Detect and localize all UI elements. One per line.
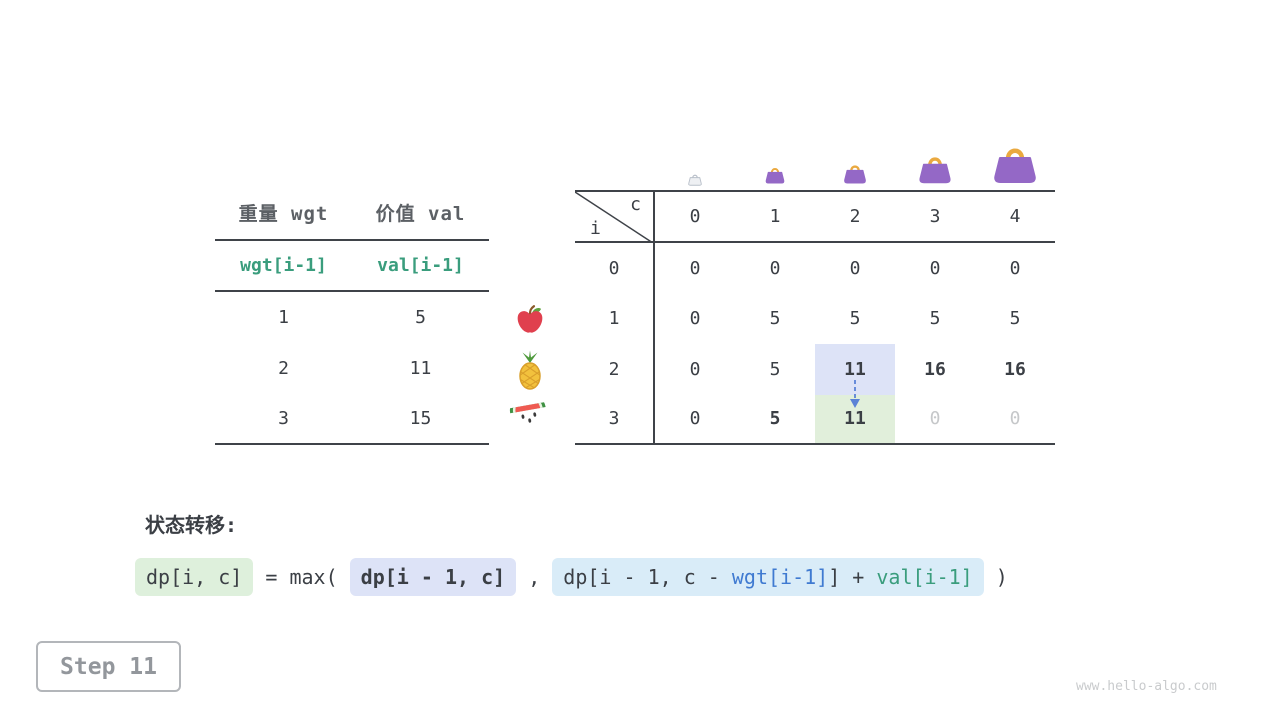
dp-cell: 5 [769, 408, 781, 430]
dp-cell: 0 [849, 257, 861, 279]
dp-row-label-2: 2 [575, 344, 655, 395]
item-table-formula-wgt: wgt[i-1] [240, 255, 327, 276]
bag-empty-icon [688, 171, 702, 190]
state-transition-label: 状态转移: [145, 513, 238, 537]
dp-row-2: 2 0 5 11 16 16 [575, 344, 1055, 395]
dp-row-label-3: 3 [575, 394, 655, 443]
formula-arg2-wgt: wgt[i-1] [731, 565, 829, 589]
formula-close-paren: ) [983, 565, 1008, 589]
formula-eq-max: = max( [253, 565, 350, 589]
dp-cell: 0 [929, 257, 941, 279]
dp-cell: 0 [689, 257, 701, 279]
bag-size-4-icon [992, 144, 1038, 188]
dp-cell: 5 [769, 358, 781, 380]
item-3-value: 15 [409, 408, 432, 429]
item-row-1: 1 5 [215, 292, 489, 343]
formula-comma: , [516, 565, 553, 589]
dp-cell: 5 [929, 308, 941, 330]
dp-cell: 5 [849, 308, 861, 330]
watermelon-icon [507, 392, 552, 442]
dp-corner-cell: c i [575, 192, 655, 243]
item-1-value: 5 [415, 307, 426, 328]
dp-row-3: 3 0 5 11 0 0 [575, 394, 1055, 445]
item-table-header-wgt: 重量 wgt [238, 203, 329, 225]
dp-cell: 16 [924, 358, 946, 380]
formula-arg1-chip: dp[i - 1, c] [349, 558, 517, 596]
dp-source-cell: 11 [815, 344, 895, 395]
dp-col-header-0: 0 [689, 206, 701, 227]
dp-cell: 0 [689, 408, 701, 430]
dp-row-1: 1 0 5 5 5 5 [575, 293, 1055, 344]
dp-col-header-4: 4 [1009, 206, 1021, 227]
dp-col-header-3: 3 [929, 206, 941, 227]
dp-row-label-1: 1 [575, 293, 655, 344]
dp-col-variable: c [630, 194, 641, 215]
dp-pending-cell: 0 [1009, 408, 1021, 430]
bag-size-1-icon [765, 166, 785, 188]
item-table-formula-row: wgt[i-1] val[i-1] [215, 241, 489, 292]
item-3-weight: 3 [278, 408, 289, 429]
bag-size-2-icon [843, 163, 867, 188]
dp-table: c i 0 1 2 3 4 0 0 0 0 0 0 1 0 5 5 5 5 2 [575, 190, 1055, 445]
dp-row-label-0: 0 [575, 243, 655, 294]
item-table-formula-val: val[i-1] [377, 255, 464, 276]
item-table-header-val: 价值 val [375, 203, 466, 225]
item-2-weight: 2 [278, 358, 289, 379]
dp-header-row: c i 0 1 2 3 4 [575, 190, 1055, 243]
item-row-2: 2 11 [215, 343, 489, 394]
dp-cell: 0 [769, 257, 781, 279]
bag-size-3-icon [918, 154, 952, 188]
item-table: 重量 wgt 价值 val wgt[i-1] val[i-1] 1 5 2 11… [215, 186, 489, 445]
dp-col-header-2: 2 [849, 206, 861, 227]
formula-arg2-chip: dp[i - 1, c - wgt[i-1]] + val[i-1] [552, 558, 984, 596]
pineapple-icon [514, 350, 546, 394]
dp-col-header-1: 1 [769, 206, 781, 227]
item-row-3: 3 15 [215, 394, 489, 445]
formula-arg2-val: val[i-1] [876, 565, 973, 589]
dp-cell: 16 [1004, 358, 1026, 380]
dp-row-variable: i [590, 218, 601, 239]
formula-arg2-prefix: dp[i - 1, c - [563, 565, 732, 589]
formula-lhs-chip: dp[i, c] [135, 558, 254, 596]
dp-cell: 0 [689, 308, 701, 330]
site-watermark: www.hello-algo.com [1076, 679, 1217, 694]
dp-cell: 5 [769, 308, 781, 330]
dp-cell: 0 [689, 358, 701, 380]
step-badge: Step 11 [36, 641, 181, 692]
formula-arg2-mid: ] + [828, 565, 877, 589]
dp-cell: 5 [1009, 308, 1021, 330]
dp-cell: 0 [1009, 257, 1021, 279]
item-1-weight: 1 [278, 307, 289, 328]
dp-pending-cell: 0 [929, 408, 941, 430]
corner-diagonal-line [575, 192, 653, 243]
state-transition-formula: dp[i, c] = max( dp[i - 1, c] , dp[i - 1,… [135, 558, 1008, 596]
transition-arrow-icon [850, 380, 860, 408]
apple-icon [514, 304, 546, 338]
item-table-header-row: 重量 wgt 价值 val [215, 186, 489, 241]
item-2-value: 11 [409, 358, 432, 379]
dp-row-0: 0 0 0 0 0 0 [575, 243, 1055, 294]
